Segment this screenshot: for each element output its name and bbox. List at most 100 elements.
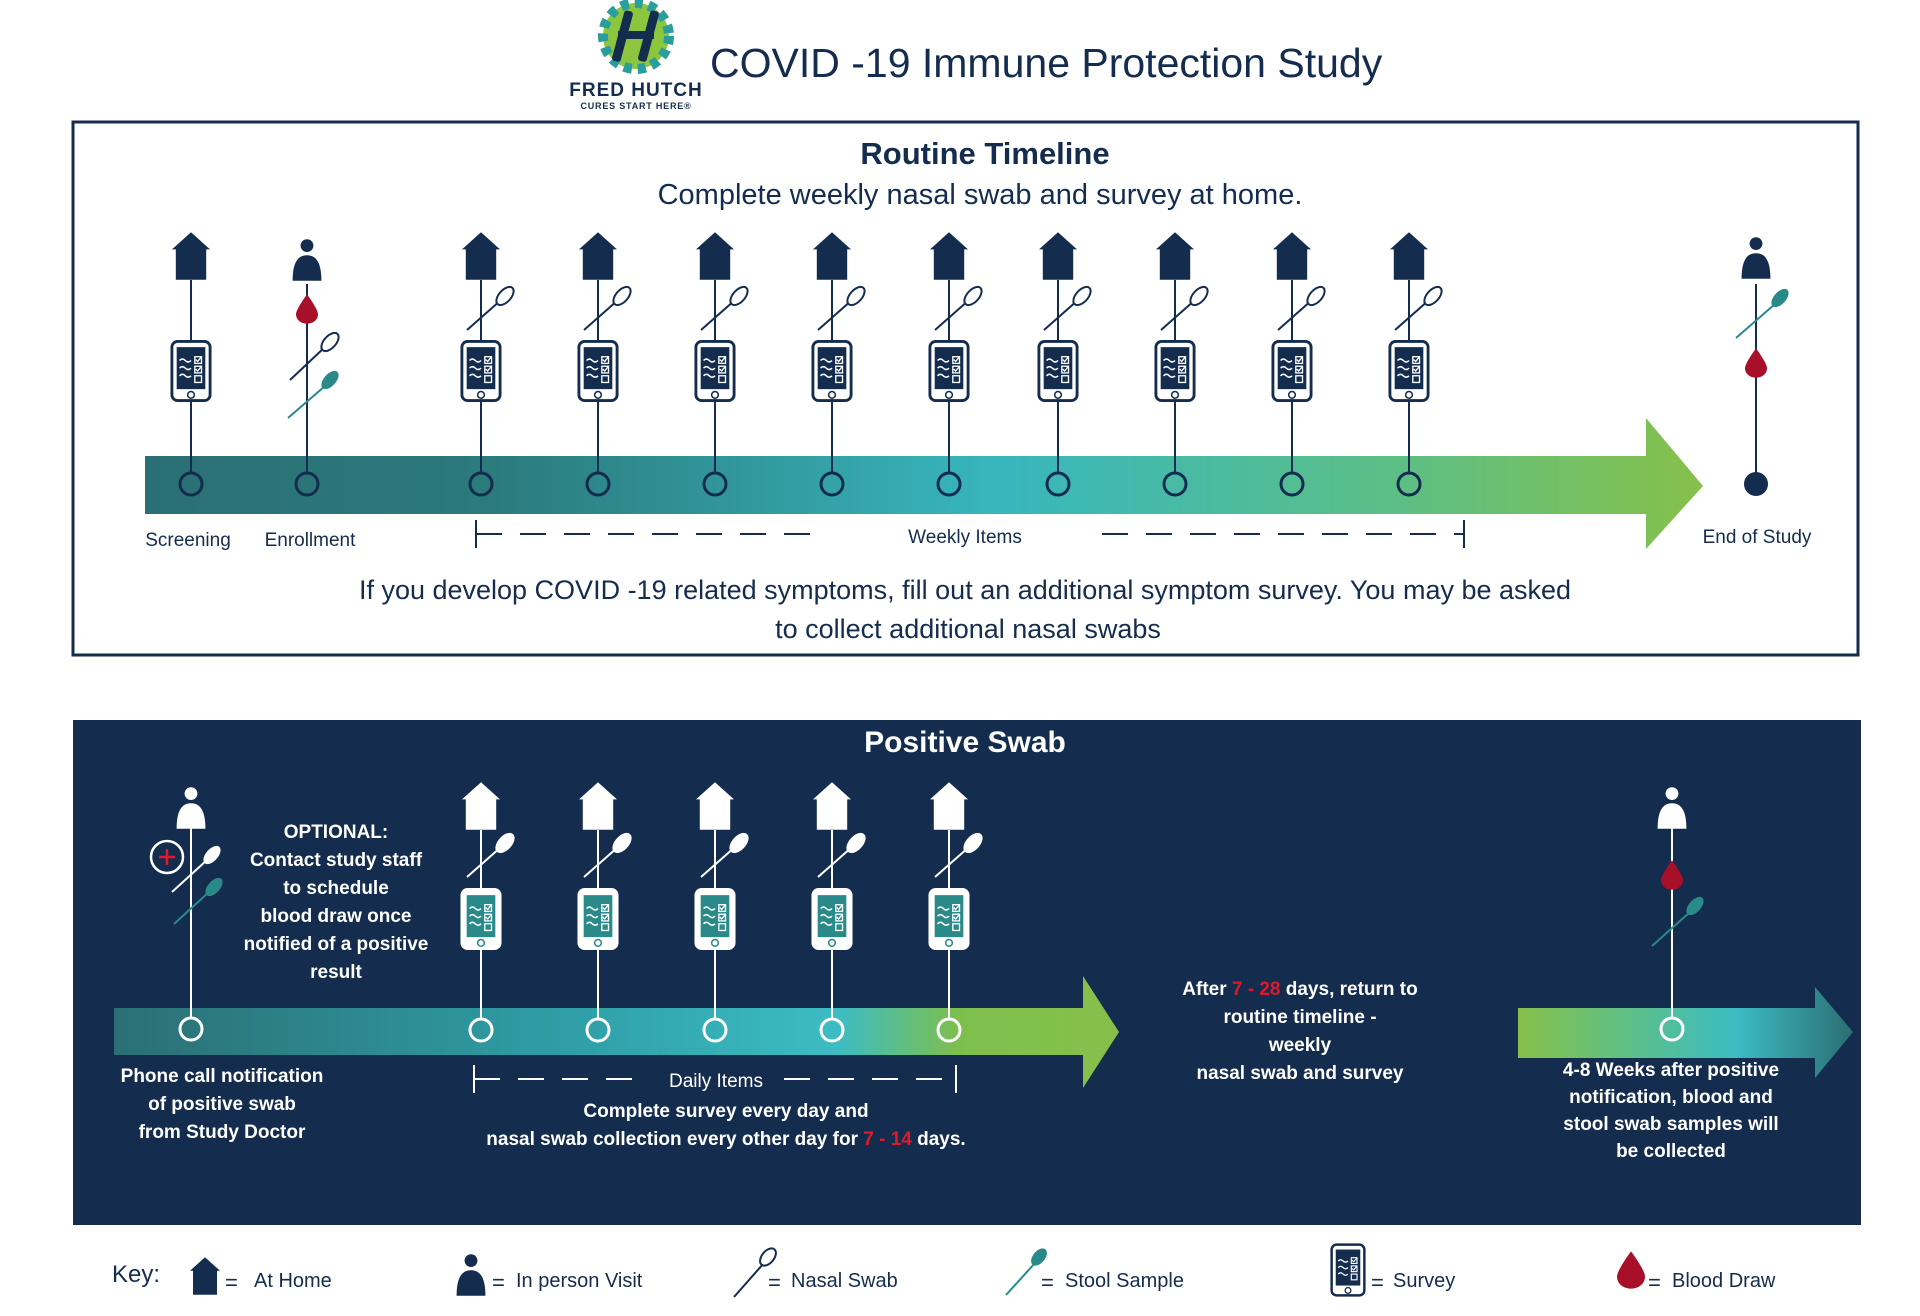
survey-phone-icon bbox=[577, 887, 619, 951]
nasal-swab-icon bbox=[817, 832, 866, 878]
nasal-swab-icon bbox=[934, 285, 983, 331]
survey-phone-icon bbox=[811, 887, 853, 951]
key-title: Key: bbox=[112, 1261, 160, 1288]
key-eq: = bbox=[225, 1270, 238, 1295]
weeks-line: stool swab samples will bbox=[1563, 1114, 1778, 1135]
timeline-node bbox=[936, 1017, 962, 1043]
daily-stem bbox=[577, 782, 632, 1043]
weeks-line: be collected bbox=[1616, 1141, 1726, 1162]
page-title: COVID -19 Immune Protection Study bbox=[710, 40, 1383, 86]
weekly-stem bbox=[577, 232, 632, 497]
screening-label: Screening bbox=[145, 530, 231, 551]
phone-call-note: Phone call notification of positive swab… bbox=[121, 1066, 324, 1143]
daily-line2-text: nasal swab collection every other day fo… bbox=[486, 1129, 863, 1150]
survey-phone-icon bbox=[811, 339, 853, 403]
timeline-node bbox=[585, 471, 611, 497]
nasal-swab-icon bbox=[466, 832, 515, 878]
survey-phone-icon bbox=[170, 339, 212, 403]
weekly-stem bbox=[811, 232, 866, 497]
daily-stem bbox=[694, 782, 749, 1043]
stool-sample-icon bbox=[287, 370, 339, 419]
key-nasal-swab: Nasal Swab bbox=[791, 1270, 898, 1292]
weeks-later-stem bbox=[1651, 787, 1704, 1042]
survey-phone-icon bbox=[577, 339, 619, 403]
timeline-node bbox=[819, 471, 845, 497]
timeline-node bbox=[585, 1017, 611, 1043]
symptom-note-line2: to collect additional nasal swabs bbox=[775, 614, 1161, 644]
routine-subtitle: Complete weekly nasal swab and survey at… bbox=[658, 179, 1303, 211]
stool-sample-icon bbox=[1735, 288, 1789, 339]
survey-phone-icon bbox=[694, 339, 736, 403]
symptom-note-line1: If you develop COVID -19 related symptom… bbox=[359, 575, 1571, 605]
survey-phone-icon bbox=[694, 887, 736, 951]
return-arrow bbox=[1518, 987, 1853, 1078]
optional-line: OPTIONAL: bbox=[284, 822, 389, 843]
end-of-study-label: End of Study bbox=[1703, 527, 1812, 548]
weeks-line: 4-8 Weeks after positive bbox=[1563, 1060, 1779, 1081]
timeline-node bbox=[1162, 471, 1188, 497]
daily-instructions-line2: nasal swab collection every other day fo… bbox=[486, 1129, 965, 1150]
key-eq: = bbox=[1041, 1270, 1054, 1295]
nasal-swab-icon bbox=[1043, 285, 1092, 331]
positive-swab-panel: Positive Swab bbox=[73, 720, 1861, 1225]
timeline-node bbox=[1279, 471, 1305, 497]
header: FRED HUTCH CURES START HERE® COVID -19 I… bbox=[569, 0, 1383, 111]
timeline-node bbox=[468, 471, 494, 497]
survey-phone-icon bbox=[928, 887, 970, 951]
fred-hutch-logo-mark-icon bbox=[598, 0, 674, 74]
optional-line: result bbox=[310, 962, 362, 983]
daily-line2-end: days. bbox=[912, 1129, 966, 1150]
timeline-node bbox=[819, 1017, 845, 1043]
return-line1: After 7 - 28 days, return to bbox=[1182, 979, 1417, 1000]
routine-timeline-panel: Routine Timeline Complete weekly nasal s… bbox=[71, 120, 1860, 657]
positive-marker-icon bbox=[149, 839, 185, 875]
home-icon bbox=[190, 1257, 220, 1295]
key-eq: = bbox=[1371, 1270, 1384, 1295]
weekly-stem bbox=[694, 232, 749, 497]
daily-instructions-line1: Complete survey every day and bbox=[583, 1101, 868, 1122]
stool-sample-icon bbox=[1651, 896, 1704, 947]
optional-line: notified of a positive bbox=[244, 934, 429, 955]
positive-timeline-arrow bbox=[114, 976, 1119, 1088]
timeline-end-node bbox=[1744, 472, 1768, 496]
timeline-node bbox=[1045, 471, 1071, 497]
enrollment-label: Enrollment bbox=[265, 530, 357, 551]
phone-line: Phone call notification bbox=[121, 1066, 324, 1087]
nasal-swab-icon bbox=[1277, 285, 1326, 331]
routine-timeline-arrow bbox=[145, 418, 1703, 549]
weekly-stem bbox=[1388, 232, 1443, 497]
positive-title: Positive Swab bbox=[864, 726, 1066, 759]
optional-line: to schedule bbox=[283, 878, 389, 899]
timeline-node bbox=[936, 471, 962, 497]
optional-note: OPTIONAL: Contact study staff to schedul… bbox=[244, 822, 429, 983]
key-stool: Stool Sample bbox=[1065, 1270, 1184, 1292]
stool-sample-icon bbox=[1005, 1248, 1047, 1296]
nasal-swab-icon bbox=[171, 845, 221, 893]
survey-phone-icon bbox=[1154, 339, 1196, 403]
daily-items-bracket bbox=[473, 1065, 957, 1093]
weekly-stems bbox=[460, 232, 1443, 497]
enrollment-stem bbox=[287, 239, 340, 497]
daily-duration-highlight: 7 - 14 bbox=[863, 1129, 912, 1150]
phone-line: of positive swab bbox=[148, 1094, 296, 1115]
legend-key: Key: = At Home = In person Visit = Nasal… bbox=[112, 1243, 1776, 1298]
key-in-person: In person Visit bbox=[516, 1270, 643, 1292]
key-blood: Blood Draw bbox=[1672, 1270, 1776, 1292]
weeks-line: notification, blood and bbox=[1569, 1087, 1773, 1108]
routine-title: Routine Timeline bbox=[860, 136, 1109, 171]
phone-call-stem bbox=[149, 787, 223, 1042]
key-eq: = bbox=[768, 1270, 781, 1295]
nasal-swab-icon bbox=[700, 285, 749, 331]
survey-phone-icon bbox=[1037, 339, 1079, 403]
timeline-node bbox=[702, 1017, 728, 1043]
nasal-swab-icon bbox=[700, 832, 749, 878]
end-of-study-stem bbox=[1735, 237, 1789, 496]
nasal-swab-icon bbox=[583, 285, 632, 331]
logo-name: FRED HUTCH bbox=[569, 80, 703, 101]
timeline-node bbox=[294, 471, 320, 497]
survey-phone-icon bbox=[460, 887, 502, 951]
key-eq: = bbox=[492, 1270, 505, 1295]
after-text: After bbox=[1182, 979, 1232, 1000]
timeline-node bbox=[1659, 1016, 1685, 1042]
